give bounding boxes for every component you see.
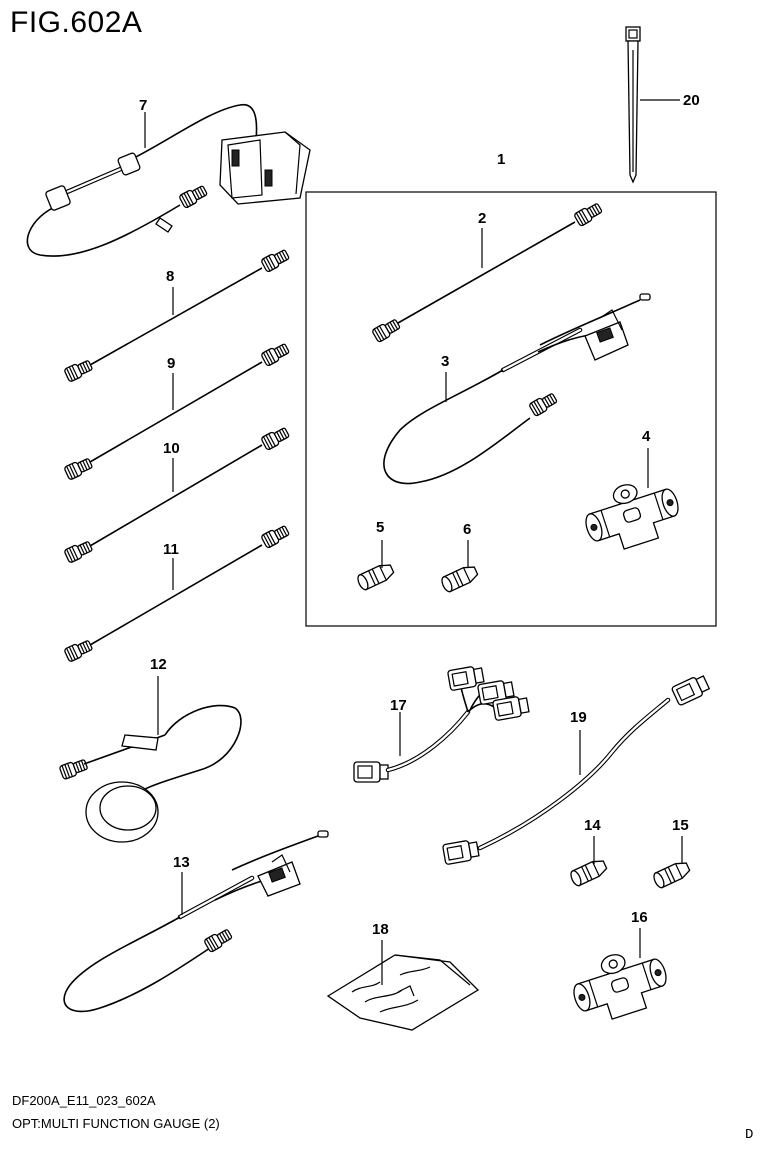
power-cable-part — [383, 293, 651, 485]
extension-cable-11 — [63, 523, 291, 663]
callout-4: 4 — [642, 428, 651, 445]
terminator-15 — [651, 858, 692, 890]
power-cable-13 — [63, 830, 329, 1013]
callout-13: 13 — [173, 854, 190, 871]
callout-16: 16 — [631, 909, 648, 926]
cable-tie-part — [625, 26, 680, 184]
sensor-cable-part — [58, 676, 242, 843]
callout-3: 3 — [441, 353, 449, 370]
bracket-cable-part — [26, 103, 311, 257]
callout-20: 20 — [683, 92, 700, 109]
callout-1: 1 — [497, 151, 505, 168]
extension-cable-8 — [63, 247, 291, 383]
callout-18: 18 — [372, 921, 389, 938]
callout-11: 11 — [163, 541, 179, 558]
extension-cable-9 — [63, 341, 291, 481]
extension-cable-10 — [63, 425, 291, 564]
callout-17: 17 — [390, 697, 407, 714]
callout-12: 12 — [150, 656, 167, 673]
callout-8: 8 — [166, 268, 174, 285]
figure-title: FIG.602A — [10, 6, 143, 39]
clip-bag-18 — [326, 940, 480, 1031]
callout-6: 6 — [463, 521, 471, 538]
terminator-5 — [355, 560, 396, 592]
callout-7: 7 — [139, 97, 147, 114]
callout-14: 14 — [584, 817, 601, 834]
callout-5: 5 — [376, 519, 384, 536]
callout-2: 2 — [478, 210, 486, 227]
callout-19: 19 — [570, 709, 587, 726]
tee-connector-16 — [565, 940, 675, 1029]
drawing-code: DF200A_E11_023_602A — [12, 1093, 156, 1108]
corner-mark: D — [745, 1127, 754, 1143]
drawing-description: OPT:MULTI FUNCTION GAUGE (2) — [12, 1116, 220, 1131]
wire-harness-17 — [353, 664, 531, 783]
callout-9: 9 — [167, 355, 175, 372]
callout-15: 15 — [672, 817, 689, 834]
tee-connector-4 — [577, 470, 687, 559]
terminator-6 — [439, 562, 480, 594]
callout-10: 10 — [163, 440, 180, 457]
wire-harness-19 — [441, 672, 712, 866]
terminator-14 — [568, 856, 609, 888]
kit-group-frame — [305, 191, 717, 627]
backbone-cable-part — [371, 200, 604, 344]
